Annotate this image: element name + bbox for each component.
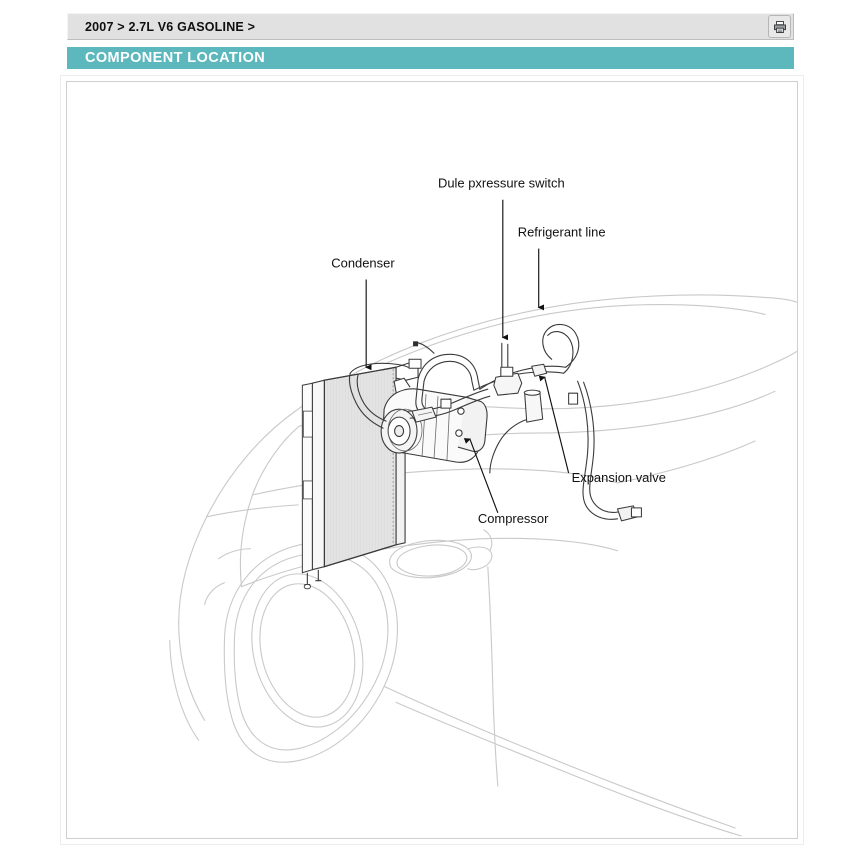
print-button[interactable] — [768, 15, 791, 38]
print-icon — [773, 20, 786, 33]
compressor-part — [380, 377, 488, 463]
label-refrigerant-line: Refrigerant line — [518, 225, 606, 240]
leader-expansion-valve — [538, 375, 570, 474]
label-compressor: Compressor — [478, 511, 549, 526]
component-location-diagram: Dule pxressure switch Refrigerant line C… — [169, 176, 797, 837]
leader-lines — [364, 199, 570, 514]
car-body-outline — [169, 294, 797, 837]
breadcrumb-text: 2007 > 2.7L V6 GASOLINE > — [85, 19, 256, 34]
page-title: COMPONENT LOCATION — [85, 50, 266, 66]
refrigerant-lines — [348, 323, 620, 520]
breadcrumb: 2007 > 2.7L V6 GASOLINE > — [67, 13, 794, 40]
leader-compressor — [463, 438, 499, 514]
label-dual-pressure-switch: Dule pxressure switch — [438, 176, 565, 191]
label-condenser: Condenser — [331, 256, 395, 271]
section-header: COMPONENT LOCATION — [67, 47, 794, 69]
diagram-labels: Dule pxressure switch Refrigerant line C… — [331, 176, 666, 526]
content-frame: Dule pxressure switch Refrigerant line C… — [66, 81, 798, 839]
label-expansion-valve: Expansion valve — [572, 470, 666, 485]
pipe-fittings — [411, 341, 642, 522]
